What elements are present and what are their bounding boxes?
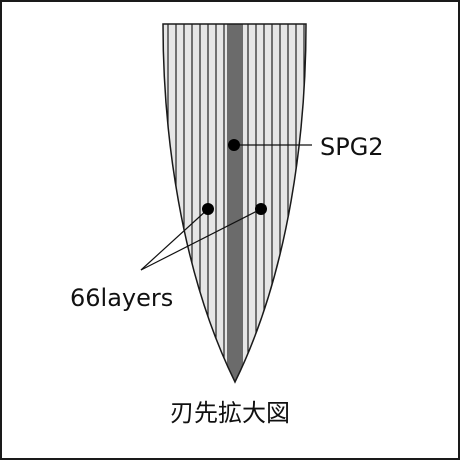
blade-body	[163, 24, 306, 382]
cladding-label: 66layers	[70, 284, 173, 312]
cladding-marker-dot-right	[255, 203, 267, 215]
core-marker-dot	[228, 139, 240, 151]
cladding-leader-line-left	[140, 208, 209, 271]
caption: 刃先拡大図	[170, 399, 290, 427]
cladding-leader-line-right	[140, 208, 262, 271]
core-steel-band	[227, 24, 243, 382]
blade-outline	[162, 23, 307, 384]
cladding-marker-dot-left	[202, 203, 214, 215]
core-steel-label: SPG2	[320, 133, 384, 161]
